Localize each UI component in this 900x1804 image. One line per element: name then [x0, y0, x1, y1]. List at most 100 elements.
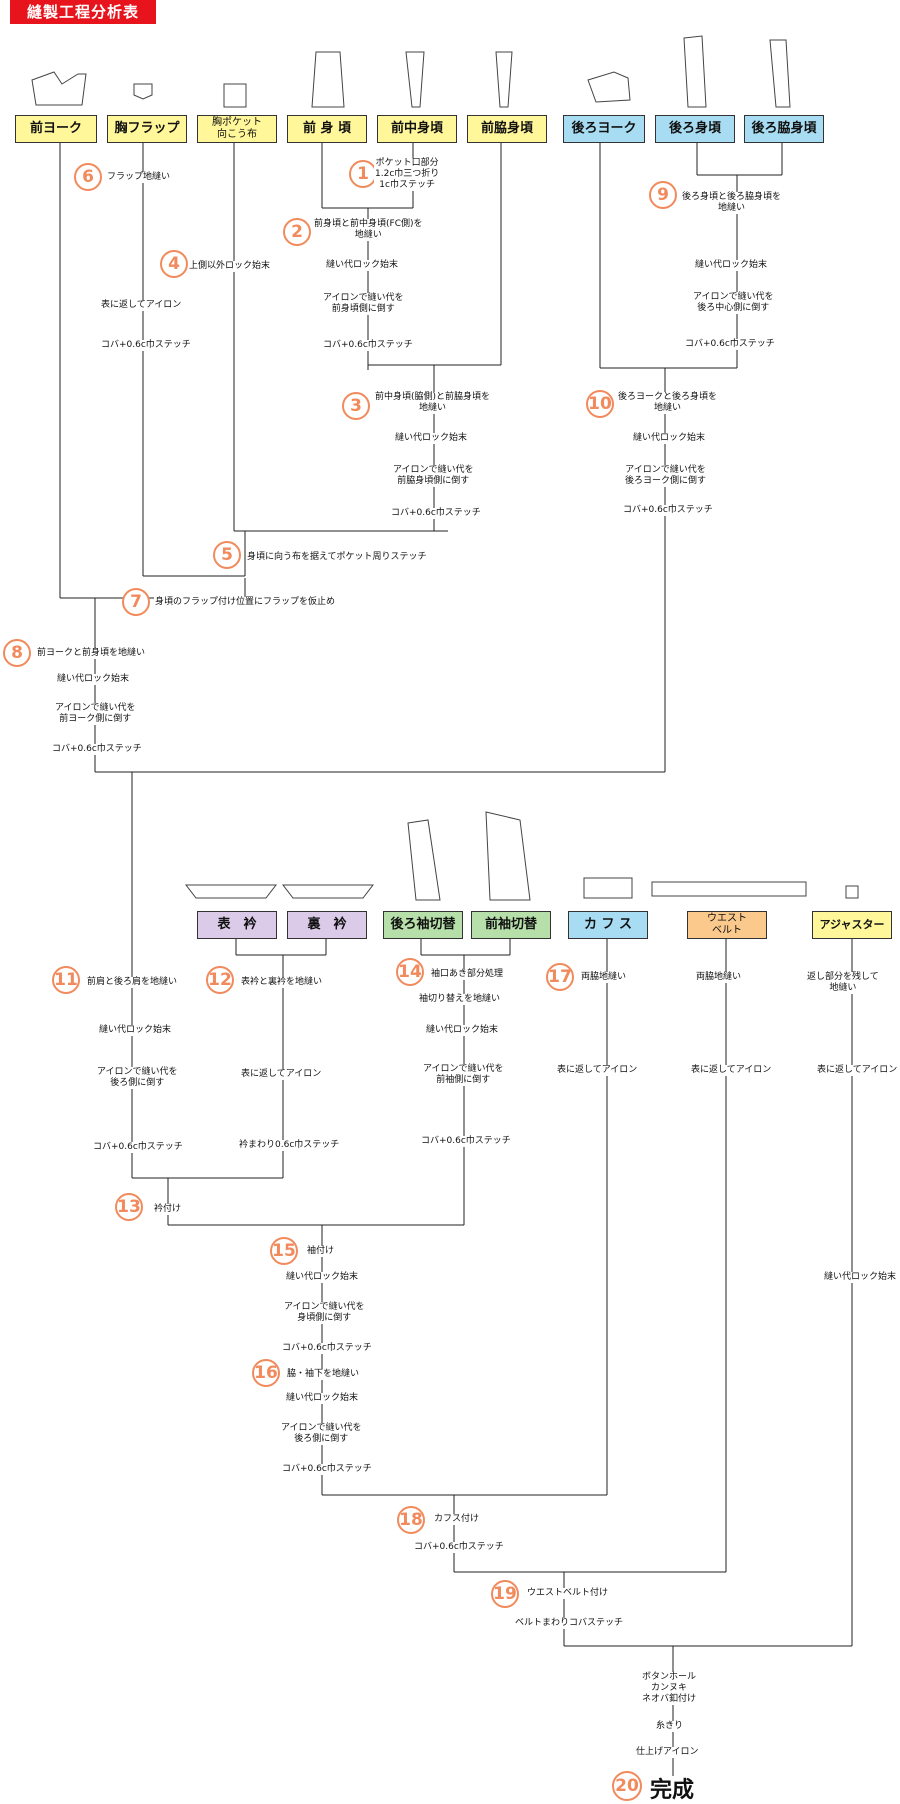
step-8a: 前ヨークと前身頃を地縫い — [36, 648, 147, 659]
step-10b: 縫い代ロック始末 — [632, 433, 707, 444]
step-2a: 前身頃と前中身頃(FC側)を 地縫い — [313, 219, 424, 241]
step-9c: アイロンで縫い代を 後ろ中心側に倒す — [692, 292, 775, 314]
part-mae-sode: 前袖切替 — [471, 911, 551, 939]
chart-title: 縫製工程分析表 — [10, 0, 156, 24]
step-19a: ウエストベルト付け — [526, 1588, 610, 1599]
part-mune-pocket: 胸ポケット 向こう布 — [197, 115, 277, 143]
step-15c: アイロンで縫い代を 身頃側に倒す — [283, 1302, 366, 1324]
step-number-1: 1 — [349, 160, 377, 188]
step-8b: 縫い代ロック始末 — [56, 674, 131, 685]
step-3c: アイロンで縫い代を 前脇身頃側に倒す — [392, 465, 475, 487]
step-number-8: 8 — [3, 639, 31, 667]
final-label: 完成 — [650, 1778, 695, 1803]
pattern-ushiro-sode — [407, 819, 441, 901]
pattern-ushiro-waki — [769, 39, 791, 108]
step-number-5: 5 — [213, 541, 241, 569]
step-14d: アイロンで縫い代を 前袖側に倒す — [422, 1064, 505, 1086]
pattern-omote-eri — [184, 884, 278, 899]
step-16a: 脇・袖下を地縫い — [286, 1369, 361, 1380]
part-waist-belt: ウエスト ベルト — [687, 911, 767, 939]
step-12a: 表衿と裏衿を地縫い — [240, 977, 324, 988]
step-9a: 後ろ身頃と後ろ脇身頃を 地縫い — [681, 192, 783, 214]
step-14e: コバ+0.6c巾ステッチ — [420, 1136, 512, 1147]
pattern-mae-yoke — [31, 71, 87, 106]
pattern-mune-flap — [133, 83, 153, 100]
part-adjuster: アジャスター — [812, 911, 892, 939]
step-1: ポケット口部分 1.2c巾三つ折り 1c巾ステッチ — [374, 158, 441, 191]
step-8d: コバ+0.6c巾ステッチ — [51, 744, 143, 755]
part-mae-naka: 前中身頃 — [377, 115, 457, 143]
part-ushiro-yoke: 後ろヨーク — [563, 115, 645, 143]
part-ushiro-sode: 後ろ袖切替 — [383, 911, 463, 939]
step-4: 上側以外ロック始末 — [188, 261, 272, 272]
step-14b: 袖切り替えを地縫い — [418, 994, 502, 1005]
step-14a: 袖口あき部分処理 — [430, 969, 505, 980]
step-5: 身頃に向う布を据えてポケット周りステッチ — [246, 552, 428, 563]
step-16b: 縫い代ロック始末 — [285, 1393, 360, 1404]
part-mae-waki: 前脇身頃 — [467, 115, 547, 143]
step-13: 衿付け — [153, 1204, 183, 1215]
step-3a: 前中身頃(脇側)と前脇身頃を 地縫い — [374, 392, 492, 414]
step-number-20: 20 — [612, 1771, 642, 1801]
pattern-mune-pocket — [223, 83, 247, 108]
step-number-17: 17 — [546, 963, 574, 991]
step-11b: 縫い代ロック始末 — [98, 1025, 173, 1036]
step-6a: フラップ地縫い — [106, 172, 172, 183]
step-number-3: 3 — [342, 392, 370, 420]
step-17b: 表に返してアイロン — [556, 1065, 639, 1076]
step-9b: 縫い代ロック始末 — [694, 260, 769, 271]
pattern-ura-eri — [281, 884, 375, 899]
pattern-waist-belt — [651, 881, 807, 897]
step-15d: コバ+0.6c巾ステッチ — [281, 1343, 373, 1354]
step-number-18: 18 — [397, 1506, 425, 1534]
step-number-2: 2 — [283, 218, 311, 246]
step-11c: アイロンで縫い代を 後ろ側に倒す — [96, 1067, 179, 1089]
step-8c: アイロンで縫い代を 前ヨーク側に倒す — [54, 703, 137, 725]
step-belt-b: 表に返してアイロン — [690, 1065, 773, 1076]
pattern-adjuster — [845, 885, 859, 899]
step-15a: 袖付け — [306, 1246, 336, 1257]
step-19b: ベルトまわりコバステッチ — [514, 1618, 625, 1629]
pattern-mae-waki — [495, 51, 513, 108]
part-ura-eri: 裏 衿 — [287, 911, 367, 939]
step-number-15: 15 — [270, 1237, 298, 1265]
step-number-4: 4 — [160, 250, 188, 278]
step-18a: カフス付け — [433, 1514, 481, 1525]
step-10d: コバ+0.6c巾ステッチ — [622, 505, 714, 516]
pattern-ushiro-migoro — [683, 35, 707, 108]
step-number-6: 6 — [74, 163, 102, 191]
part-mae-migoro: 前 身 頃 — [287, 115, 367, 143]
step-16d: コバ+0.6c巾ステッチ — [281, 1464, 373, 1475]
step-number-14: 14 — [396, 958, 424, 986]
step-number-10: 10 — [586, 390, 614, 418]
step-10a: 後ろヨークと後ろ身頃を 地縫い — [617, 392, 719, 414]
step-3b: 縫い代ロック始末 — [394, 433, 469, 444]
step-11a: 前肩と後ろ肩を地縫い — [86, 977, 179, 988]
part-ushiro-waki: 後ろ脇身頃 — [744, 115, 824, 143]
pattern-mae-naka — [405, 51, 425, 108]
part-mae-yoke: 前ヨーク — [15, 115, 97, 143]
step-adjuster-b: 表に返してアイロン — [816, 1065, 899, 1076]
part-mune-flap: 胸フラップ — [107, 115, 187, 143]
step-2c: アイロンで縫い代を 前身頃側に倒す — [322, 293, 405, 315]
step-12c: 衿まわり0.6c巾ステッチ — [238, 1140, 341, 1151]
step-belt-a: 両脇地縫い — [695, 972, 743, 983]
step-number-13: 13 — [115, 1193, 143, 1221]
pattern-mae-migoro — [311, 51, 345, 108]
step-number-9: 9 — [649, 181, 677, 209]
step-16c: アイロンで縫い代を 後ろ側に倒す — [280, 1423, 363, 1445]
part-omote-eri: 表 衿 — [197, 911, 277, 939]
step-number-16: 16 — [252, 1359, 280, 1387]
step-20b: 糸きり — [655, 1721, 685, 1732]
step-2b: 縫い代ロック始末 — [325, 260, 400, 271]
step-20c: 仕上げアイロン — [635, 1747, 700, 1758]
step-3d: コバ+0.6c巾ステッチ — [390, 508, 482, 519]
step-adjuster-c: 縫い代ロック始末 — [823, 1272, 898, 1283]
part-cuffs: カ フ ス — [568, 911, 648, 939]
step-adjuster-a: 返し部分を残して 地縫い — [806, 972, 880, 994]
step-number-11: 11 — [52, 966, 80, 994]
pattern-cuffs — [583, 877, 633, 899]
step-15b: 縫い代ロック始末 — [285, 1272, 360, 1283]
step-10c: アイロンで縫い代を 後ろヨーク側に倒す — [624, 465, 708, 487]
